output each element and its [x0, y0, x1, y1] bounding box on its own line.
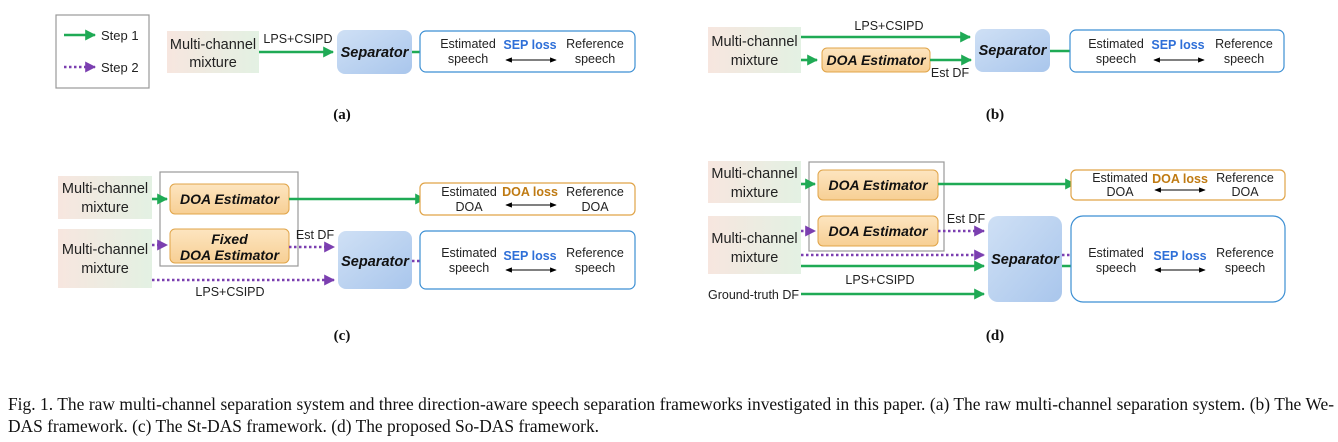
- doa-estimator-2-label: DOA Estimator: [828, 223, 929, 239]
- mixture-label-line1: Multi-channel: [711, 34, 797, 50]
- doa-loss-label: DOA loss: [502, 185, 558, 199]
- mixture-box: [708, 27, 801, 73]
- separator-label: Separator: [991, 252, 1060, 268]
- reference-label-2: speech: [1224, 52, 1264, 66]
- figure-caption: Fig. 1. The raw multi-channel separation…: [8, 394, 1334, 436]
- feature-label: LPS+CSIPD: [854, 19, 923, 33]
- sep-loss-box: [1069, 29, 1285, 73]
- sep-estimated-label-1: Estimated: [441, 246, 497, 260]
- sep-loss-box: [419, 30, 636, 73]
- estimated-label-1: Estimated: [440, 37, 496, 51]
- doa-estimated-label-1: Estimated: [441, 185, 497, 199]
- separator-label: Separator: [341, 254, 410, 270]
- mixture-1-label-line1: Multi-channel: [711, 166, 797, 182]
- ground-truth-label: Ground-truth DF: [708, 288, 799, 302]
- fixed-estimator-label-line1: Fixed: [211, 231, 248, 247]
- mixture-2-label-line1: Multi-channel: [62, 242, 148, 258]
- mixture-label-line2: mixture: [731, 53, 779, 69]
- legend: Step 1 Step 2: [55, 14, 150, 89]
- estimator-group-frame: [808, 161, 945, 252]
- sep-loss-box: [1070, 215, 1286, 303]
- sep-reference-label-1: Reference: [1216, 246, 1274, 260]
- doa-reference-label-2: DOA: [581, 200, 609, 214]
- mixture-label-line2: mixture: [189, 55, 237, 71]
- mixture-1-label-line2: mixture: [81, 200, 129, 216]
- doa-loss-box: [1070, 169, 1286, 201]
- doa-reference-label-1: Reference: [1216, 171, 1274, 185]
- sep-loss-label: SEP loss: [503, 38, 556, 52]
- mixture-2-label-line2: mixture: [731, 250, 779, 266]
- panel-a: Multi-channel mixture LPS+CSIPD Separato…: [167, 30, 636, 123]
- sep-estimated-label-2: speech: [1096, 261, 1136, 275]
- separator-box: [988, 216, 1062, 302]
- feature-label: LPS+CSIPD: [845, 273, 914, 287]
- sep-estimated-label-2: speech: [449, 261, 489, 275]
- reference-label-2: speech: [575, 52, 615, 66]
- feature-label: LPS+CSIPD: [263, 32, 332, 46]
- doa-estimator-1-label: DOA Estimator: [828, 177, 929, 193]
- legend-step2-label: Step 2: [101, 60, 139, 75]
- sep-loss-label: SEP loss: [503, 249, 556, 263]
- panel-c: Multi-channel mixture Multi-channel mixt…: [58, 171, 636, 344]
- legend-step1-label: Step 1: [101, 28, 139, 43]
- doa-estimator-label: DOA Estimator: [180, 191, 281, 207]
- separator-box: [338, 231, 412, 289]
- doa-estimated-label-2: DOA: [1106, 185, 1134, 199]
- sep-reference-label-2: speech: [575, 261, 615, 275]
- mixture-box-2: [58, 229, 152, 288]
- reference-label-1: Reference: [566, 37, 624, 51]
- panel-b-label: (b): [986, 107, 1004, 123]
- estimated-label-2: speech: [448, 52, 488, 66]
- panel-d-label: (d): [986, 328, 1004, 344]
- doa-reference-label-1: Reference: [566, 185, 624, 199]
- mixture-1-label-line1: Multi-channel: [62, 181, 148, 197]
- doa-loss-box: [419, 182, 636, 216]
- separator-label: Separator: [979, 43, 1048, 59]
- mixture-box-2: [708, 216, 801, 274]
- sep-reference-label-2: speech: [1225, 261, 1265, 275]
- sep-loss-label: SEP loss: [1151, 38, 1204, 52]
- feature-label: LPS+CSIPD: [195, 285, 264, 299]
- est-df-label: Est DF: [296, 228, 335, 242]
- doa-loss-label: DOA loss: [1152, 172, 1208, 186]
- fixed-estimator-label-line2: DOA Estimator: [180, 247, 281, 263]
- doa-estimated-label-2: DOA: [455, 200, 483, 214]
- sep-loss-box: [419, 230, 636, 290]
- mixture-box-1: [58, 176, 152, 219]
- mixture-2-label-line2: mixture: [81, 261, 129, 277]
- doa-estimator-label: DOA Estimator: [826, 52, 927, 68]
- reference-label-1: Reference: [1215, 37, 1273, 51]
- est-df-label: Est DF: [931, 66, 970, 80]
- legend-frame: [55, 14, 150, 89]
- doa-estimated-label-1: Estimated: [1092, 171, 1148, 185]
- separator-box: [337, 30, 412, 74]
- panel-b: Multi-channel mixture LPS+CSIPD DOA Esti…: [708, 19, 1285, 123]
- sep-reference-label-1: Reference: [566, 246, 624, 260]
- mixture-2-label-line1: Multi-channel: [711, 231, 797, 247]
- panel-c-label: (c): [334, 328, 351, 344]
- separator-box: [975, 29, 1050, 72]
- estimator-group-frame: [159, 171, 299, 267]
- mixture-box-1: [708, 161, 801, 203]
- sep-estimated-label-1: Estimated: [1088, 246, 1144, 260]
- mixture-label-line1: Multi-channel: [170, 37, 256, 53]
- doa-reference-label-2: DOA: [1231, 185, 1259, 199]
- estimated-label-2: speech: [1096, 52, 1136, 66]
- estimated-label-1: Estimated: [1088, 37, 1144, 51]
- separator-label: Separator: [341, 45, 410, 61]
- panel-a-label: (a): [333, 107, 351, 123]
- mixture-box: [167, 31, 259, 73]
- est-df-label: Est DF: [947, 212, 986, 226]
- panel-d: Multi-channel mixture Multi-channel mixt…: [708, 161, 1286, 344]
- mixture-1-label-line2: mixture: [731, 185, 779, 201]
- sep-loss-label: SEP loss: [1153, 249, 1206, 263]
